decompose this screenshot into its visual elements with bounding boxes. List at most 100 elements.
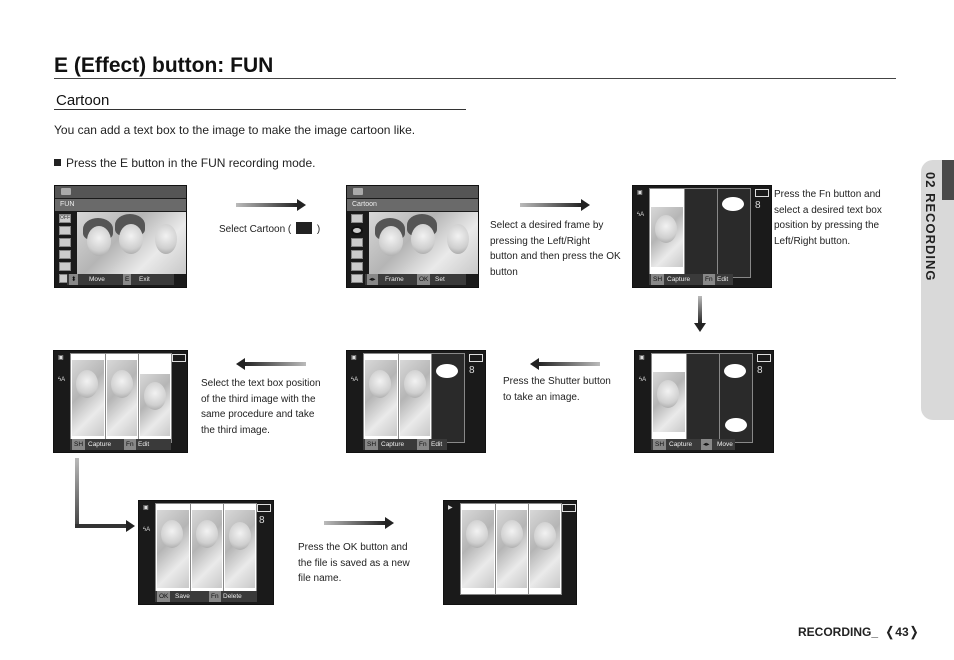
screen-playback: ▶ <box>443 500 577 605</box>
note-select-cartoon-pre: Select Cartoon ( <box>219 224 292 235</box>
photo <box>140 374 170 436</box>
camera-icon: ▣ <box>58 355 64 361</box>
elbow-arrow-horizontal <box>75 520 135 532</box>
menu-item-icon <box>351 238 363 247</box>
text-bubble <box>654 193 676 207</box>
side-tab-label-wrap: 02 RECORDING <box>923 172 951 412</box>
frame-panel <box>155 503 191 595</box>
intro-text: You can add a text box to the image to m… <box>54 123 416 137</box>
menu-item-icon <box>351 214 363 223</box>
screen-save: ▣ ϟA 8 OK Save Fn Delete <box>138 500 274 605</box>
bottom-bar: SH Capture ◂▸ Move <box>651 439 735 450</box>
bullet-square-icon <box>54 159 61 166</box>
note-line: the third image. <box>201 424 270 436</box>
capture-label: Capture <box>669 441 693 448</box>
mode-bar: Cartoon <box>347 199 478 211</box>
sh-key-label: SH <box>653 439 667 450</box>
screen-frame-1: ▣ ϟA 8 SH Capture Fn Edit <box>632 185 772 288</box>
cartoon-selected-icon <box>351 226 363 235</box>
page-number: 43 <box>895 625 909 639</box>
battery-icon <box>755 189 769 197</box>
arrow-down-1 <box>694 296 706 332</box>
face-shape <box>466 520 488 548</box>
photo <box>530 510 560 588</box>
bottom-bar: SH Capture Fn Edit <box>363 439 447 450</box>
sh-key-label: SH <box>72 439 86 450</box>
menu-item-icon <box>59 226 71 235</box>
note-fn-button: Press the Fn button and select a desired… <box>774 187 882 249</box>
photo <box>72 360 104 436</box>
edit-label: Edit <box>138 441 150 448</box>
screen-text-position: ▣ ϟA 8 SH Capture ◂▸ Move <box>634 350 774 453</box>
menu-item-icon <box>59 250 71 259</box>
photo <box>77 212 186 274</box>
top-bar <box>55 186 186 198</box>
camera-icon <box>61 188 71 195</box>
frame-panel <box>649 188 685 278</box>
e-key-label: E <box>123 274 132 285</box>
note-line: file name. <box>298 573 342 584</box>
frame-panel <box>651 353 687 443</box>
face-shape <box>379 226 403 256</box>
text-bubble <box>436 364 458 378</box>
note-line: button and then press the OK <box>490 251 621 262</box>
bottom-bar: ⬍ Move E Exit <box>67 274 174 285</box>
menu-item-icon <box>351 274 363 283</box>
frame-panel <box>495 503 529 595</box>
leftright-icon: ◂▸ <box>701 439 712 450</box>
cartoon-icon <box>296 222 313 234</box>
frame-panel <box>431 353 465 443</box>
edit-label: Edit <box>431 441 443 448</box>
page-bracket-left-icon: ❬ <box>884 624 896 639</box>
camera-icon <box>353 188 363 195</box>
note-line: position by pressing the <box>774 220 880 231</box>
top-bar <box>347 186 478 198</box>
face-shape <box>447 224 469 254</box>
leftright-icon: ◂▸ <box>367 274 378 285</box>
edit-label: Edit <box>717 276 729 283</box>
frame-panel <box>686 353 720 443</box>
frame-panel <box>684 188 718 278</box>
note-shutter: Press the Shutter button to take an imag… <box>503 374 611 405</box>
capture-label: Capture <box>667 276 691 283</box>
mode-bar: FUN <box>55 199 186 211</box>
frame-panel <box>719 353 753 443</box>
title-rule <box>54 78 896 79</box>
face-shape <box>655 215 677 243</box>
note-line: Press the Shutter button <box>503 376 611 387</box>
menu-icon-column <box>351 214 363 286</box>
step-text: Press the E button in the FUN recording … <box>54 156 315 170</box>
screen-two-captured: ▣ ϟA 8 SH Capture Fn Edit <box>346 350 486 453</box>
bottom-bar: SH Capture Fn Edit <box>70 439 171 450</box>
arrow-right-3 <box>324 517 394 529</box>
move-label: Move <box>89 276 105 283</box>
face-shape <box>229 522 251 550</box>
note-line: Select the text box position <box>201 378 321 389</box>
delete-label: Delete <box>223 593 242 600</box>
arrow-right-1 <box>236 199 306 211</box>
frame-panel <box>105 353 139 443</box>
bottom-bar: SH Capture Fn Edit <box>649 274 733 285</box>
photo <box>462 510 494 588</box>
bottom-bar: ◂▸ Frame OK Set <box>365 274 466 285</box>
photo <box>369 212 478 274</box>
face-shape <box>411 224 435 254</box>
flash-icon: ϟA <box>637 212 645 218</box>
menu-off-icon: OFF <box>59 214 71 223</box>
frame-panel <box>138 353 172 443</box>
fn-key-label: Fn <box>417 439 429 450</box>
frame-panel <box>70 353 106 443</box>
frame-panel <box>717 188 751 278</box>
arrow-left-2 <box>236 358 306 370</box>
frame-panel <box>363 353 399 443</box>
face-shape <box>534 522 556 550</box>
screen-third-position: ▣ ϟA SH Capture Fn Edit <box>53 350 188 453</box>
menu-item-icon <box>351 250 363 259</box>
note-line: select a desired text box <box>774 204 882 216</box>
note-select-frame: Select a desired frame by pressing the L… <box>490 218 621 280</box>
battery-icon <box>469 354 483 362</box>
note-line: Press the OK button and <box>298 542 408 553</box>
note-select-cartoon-post: ) <box>316 224 321 235</box>
bottom-bar: OK Save Fn Delete <box>155 591 257 602</box>
face-shape <box>87 226 111 256</box>
